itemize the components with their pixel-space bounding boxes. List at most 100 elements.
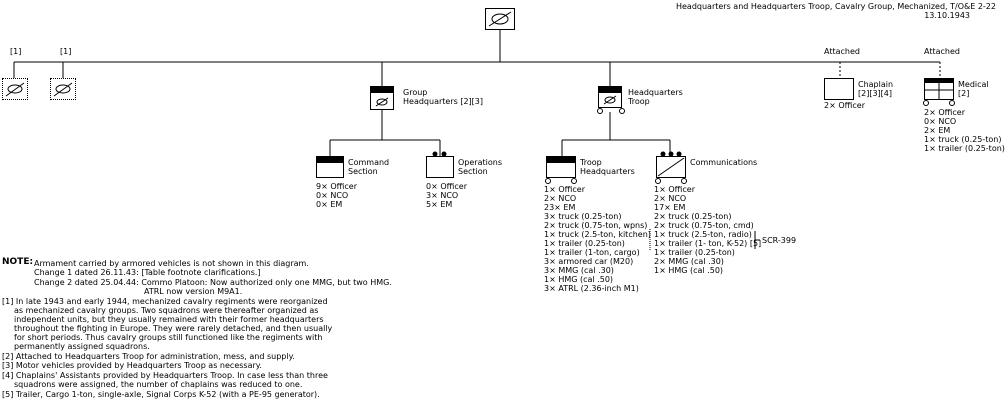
footnote-line: for short periods. Thus cavalry groups s… <box>14 333 323 342</box>
chaplain-label1: Chaplain <box>858 80 894 89</box>
command-label1: Command <box>348 158 390 167</box>
wheel-icons <box>923 100 955 106</box>
scr-399-note: SCR-399 <box>762 236 797 245</box>
footnote-line: squadrons were assigned, the number of c… <box>14 380 303 389</box>
chaplain-label2: [2][3][4] <box>858 89 892 98</box>
footnote-ref-1b: [1] <box>60 47 72 56</box>
strength-line: 5× EM <box>426 200 453 209</box>
medical-label2: [2] <box>958 89 970 98</box>
strength-line: 0× EM <box>316 200 343 209</box>
strength-line: 0× NCO <box>316 191 349 200</box>
strength-line: 2× MMG (cal .30) <box>654 257 724 266</box>
operations-label1: Operations <box>458 158 502 167</box>
footnote-1: [1] In late 1943 and early 1944, mechani… <box>2 297 332 351</box>
communications-symbol <box>656 156 686 178</box>
strength-line: 1× trailer (1- ton, K-52) [5] <box>654 239 762 248</box>
change-2: Change 2 dated 25.04.44: Commo Platoon: … <box>34 278 392 287</box>
strength-line: 3× MMG (cal .30) <box>544 266 614 275</box>
command-section-symbol <box>316 156 344 178</box>
note-text: Armament carried by armored vehicles is … <box>34 259 309 268</box>
note-label: NOTE: <box>2 257 34 267</box>
strength-line: 1× HMG (cal .50) <box>654 266 724 275</box>
footnote-3: [3] Motor vehicles provided by Headquart… <box>2 361 262 370</box>
communications-label: Communications <box>690 158 758 167</box>
hq-troop-label1: Headquarters <box>628 88 683 97</box>
chaplain-strength: 2× Officer <box>824 101 865 110</box>
strength-line: 2× truck (0.75-ton, wpns) <box>544 221 648 230</box>
medical-attached: Attached <box>924 47 960 56</box>
strength-line: 2× truck (0.25-ton) <box>654 212 732 221</box>
strength-line: 1× truck (2.5-ton, radio) <box>654 230 752 239</box>
strength-line: 2× truck (0.75-ton, cmd) <box>654 221 754 230</box>
strength-line: 2× NCO <box>544 194 577 203</box>
strength-line: 1× truck (0.25-ton) <box>924 135 1002 144</box>
strength-line: 2× EM <box>924 126 951 135</box>
wheel-icons <box>597 108 625 114</box>
operations-label2: Section <box>458 167 488 176</box>
footnote-line: [1] In late 1943 and early 1944, mechani… <box>2 297 328 306</box>
strength-line: 3× ATRL (2.36-inch M1) <box>544 284 639 293</box>
footnote-line: [4] Chaplains' Assistants provided by He… <box>2 371 328 380</box>
cavalry-mech-icon <box>5 82 25 97</box>
wheel-icons <box>545 178 577 184</box>
strength-line: 1× Officer <box>544 185 585 194</box>
medical-cross-icon <box>925 83 953 99</box>
squadron-symbol-2 <box>50 78 76 100</box>
chart-date: 13.10.1943 <box>924 11 970 20</box>
hq-troop-symbol <box>598 86 622 108</box>
section-dots-icon <box>432 151 447 157</box>
medical-label1: Medical <box>958 80 989 89</box>
footnote-line: permanently assigned squadrons. <box>14 342 150 351</box>
command-label2: Section <box>348 167 378 176</box>
strength-line: 1× trailer (1-ton, cargo) <box>544 248 640 257</box>
strength-line: 23× EM <box>544 203 576 212</box>
footnote-line: independent units, but they usually rema… <box>14 315 324 324</box>
strength-line: 0× Officer <box>426 182 467 191</box>
platoon-dots-icon <box>660 151 682 157</box>
footnote-4: [4] Chaplains' Assistants provided by He… <box>2 371 328 389</box>
troop-hq-label1: Troop <box>580 158 602 167</box>
strength-line: 1× truck (2.5-ton, kitchen) <box>544 230 651 239</box>
cavalry-mech-icon <box>375 97 389 107</box>
operations-section-symbol <box>426 156 454 178</box>
strength-line: 2× NCO <box>654 194 687 203</box>
strength-line: 3× NCO <box>426 191 459 200</box>
troop-hq-label2: Headquarters <box>580 167 635 176</box>
cavalry-mech-icon <box>488 11 512 27</box>
group-hq-symbol <box>370 86 394 110</box>
strength-line: 3× truck (0.25-ton) <box>544 212 622 221</box>
footnote-ref-1a: [1] <box>10 47 22 56</box>
strength-line: 2× Officer <box>924 108 965 117</box>
change-2-atrl: ATRL now version M9A1. <box>144 287 243 296</box>
strength-line: 9× Officer <box>316 182 357 191</box>
strength-line: 1× trailer (0.25-ton) <box>544 239 625 248</box>
group-hq-top-symbol <box>485 8 515 30</box>
wheel-icons <box>655 178 687 184</box>
strength-line: 0× NCO <box>924 117 957 126</box>
strength-line: 1× trailer (0.25-ton) <box>924 144 1005 153</box>
group-hq-label1: Group <box>403 88 428 97</box>
strength-line: 1× Officer <box>654 185 695 194</box>
group-hq-label2: Headquarters [2][3] <box>403 97 483 106</box>
footnote-5: [5] Trailer, Cargo 1-ton, single-axle, S… <box>2 390 320 399</box>
signal-icon <box>657 157 685 177</box>
strength-line: 3× armored car (M20) <box>544 257 634 266</box>
strength-line: 17× EM <box>654 203 686 212</box>
footnote-2: [2] Attached to Headquarters Troop for a… <box>2 352 295 361</box>
chart-title: Headquarters and Headquarters Troop, Cav… <box>675 2 996 11</box>
strength-line: 1× trailer (0.25-ton) <box>654 248 735 257</box>
cavalry-mech-icon <box>53 82 73 97</box>
strength-line: 1× HMG (cal .50) <box>544 275 614 284</box>
medical-symbol <box>924 78 954 100</box>
chaplain-attached: Attached <box>824 47 860 56</box>
footnote-line: as mechanized cavalry groups. Two squadr… <box>14 306 319 315</box>
squadron-symbol-1 <box>2 78 28 100</box>
change-1: Change 1 dated 26.11.43: [Table footnote… <box>34 268 261 277</box>
footnote-line: throughout the fighting in Europe. They … <box>14 324 333 333</box>
